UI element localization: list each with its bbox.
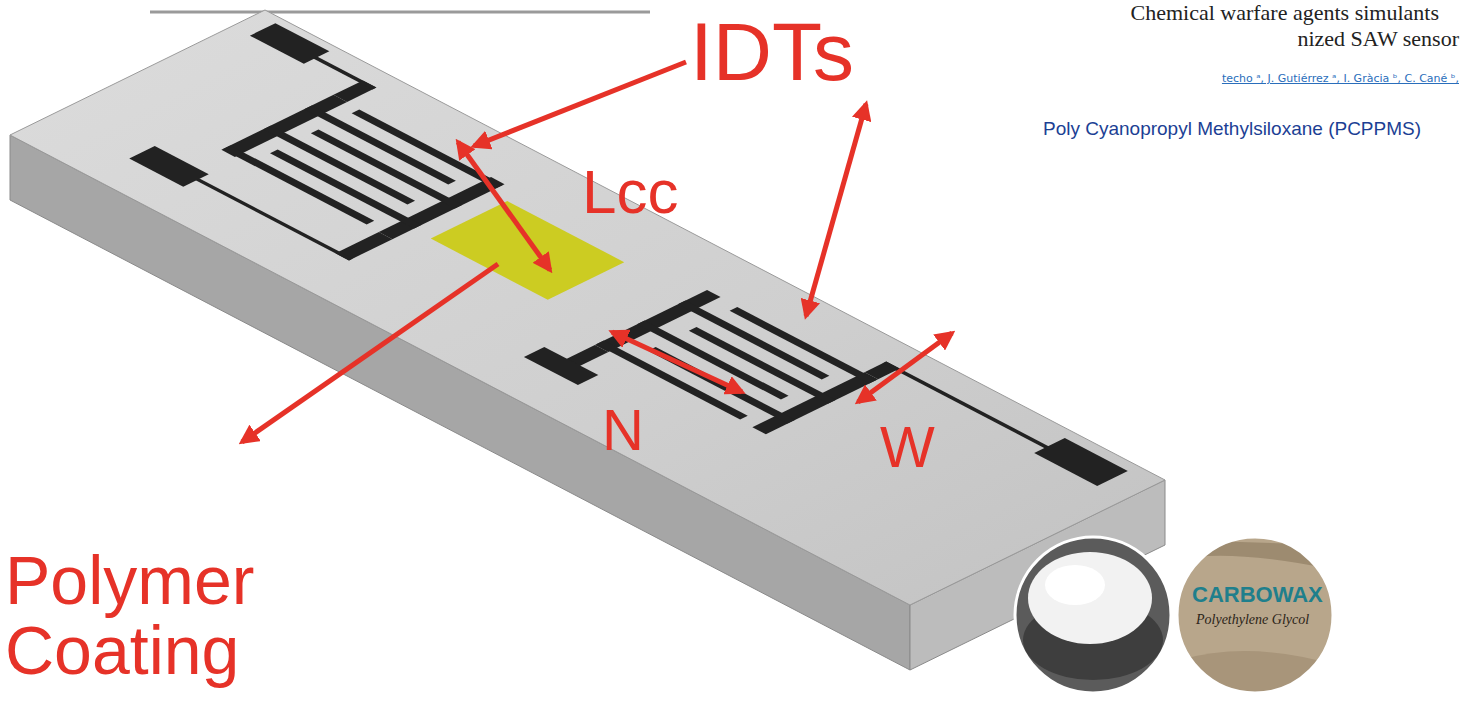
bond-pad xyxy=(1034,438,1128,486)
brand-text: CARBOWAX xyxy=(1192,582,1323,608)
rule-line xyxy=(150,11,650,14)
lead-wire xyxy=(187,174,353,260)
idt-finger xyxy=(223,145,375,224)
bag-ground xyxy=(1170,532,1340,702)
leader-arrow xyxy=(806,104,866,316)
lead-wire xyxy=(334,80,377,101)
idt-finger xyxy=(304,105,456,184)
photo-frame xyxy=(1177,537,1333,693)
dimension-label: Lcc xyxy=(582,158,678,226)
leader-arrow xyxy=(242,264,498,442)
bus-bar xyxy=(379,177,505,239)
idt-finger xyxy=(311,130,463,209)
product-text: Polyethylene Glycol xyxy=(1196,612,1309,628)
bag-crease xyxy=(1175,540,1335,570)
bond-pad xyxy=(524,347,598,385)
dimension-arrow xyxy=(612,332,742,392)
photo-frame xyxy=(1015,537,1171,693)
photo-ground xyxy=(1010,532,1180,702)
substrate-top xyxy=(10,10,1165,605)
idt-finger xyxy=(689,327,836,404)
dimension-label: W xyxy=(880,415,935,479)
bond-pad xyxy=(250,23,330,64)
idt-finger xyxy=(637,321,789,400)
powder-shape xyxy=(1028,552,1152,644)
paper-title: Chemical warfare agents simulants xyxy=(1130,0,1439,26)
bond-pad xyxy=(129,146,209,187)
bus-bar xyxy=(221,95,347,157)
idt-finger xyxy=(270,150,422,229)
leader-arrows xyxy=(242,62,952,442)
part-label: Polymer Coating xyxy=(5,545,335,685)
powder-photo xyxy=(1010,532,1180,702)
bag-photo xyxy=(1170,532,1340,702)
idt-finger xyxy=(730,307,877,384)
dimension-arrow xyxy=(458,142,550,270)
material-label: Poly Cyanopropyl Methylsiloxane (PCPPMS) xyxy=(1043,118,1421,140)
paper-title: nized SAW sensor xyxy=(1297,26,1459,52)
author-list: techo ᵃ, J. Gutiérrez ᵃ, I. Gràcia ᵇ, C.… xyxy=(1222,72,1459,85)
part-label: IDTs xyxy=(690,5,854,99)
powder-highlight xyxy=(1045,565,1105,605)
board-surface xyxy=(66,23,1130,572)
bus-bar xyxy=(595,290,721,352)
leader-arrow xyxy=(474,62,686,146)
dimension-arrow xyxy=(858,333,952,402)
idt-finger xyxy=(263,125,415,204)
dimension-label: N xyxy=(602,398,644,462)
